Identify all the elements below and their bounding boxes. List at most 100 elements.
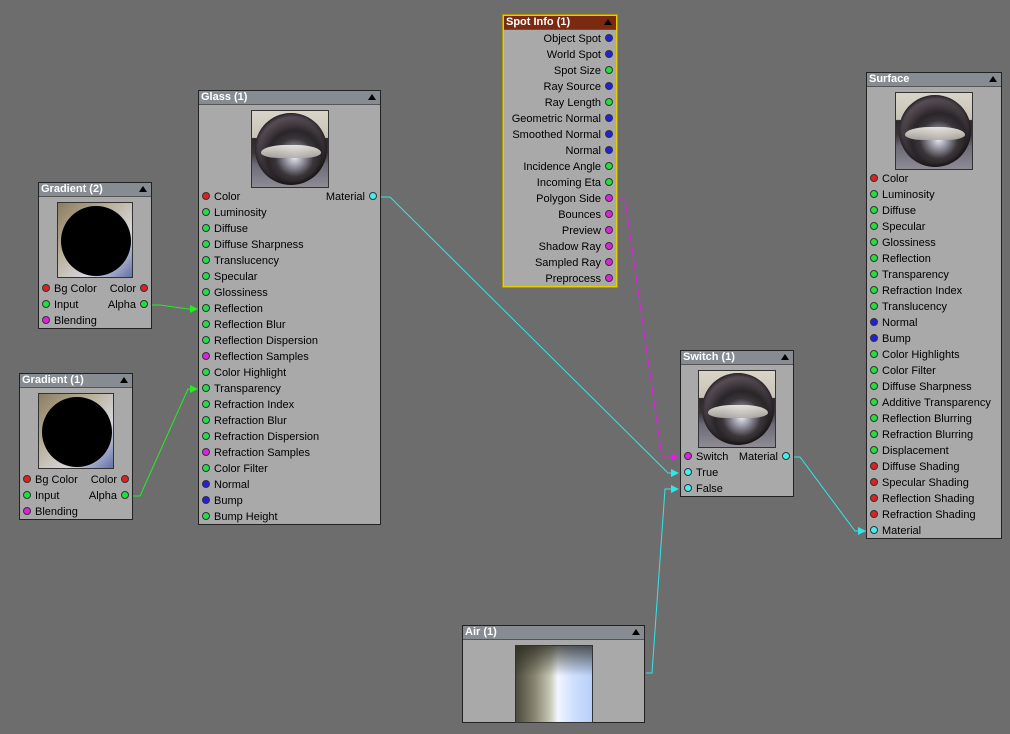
input-port[interactable]: Luminosity bbox=[202, 205, 267, 221]
port-connector-icon[interactable] bbox=[202, 240, 210, 249]
input-port[interactable]: Input bbox=[42, 297, 78, 313]
input-port[interactable]: Refraction Dispersion bbox=[202, 429, 319, 445]
port-connector-icon[interactable] bbox=[121, 491, 129, 500]
node-air-1[interactable]: Air (1) bbox=[462, 625, 645, 723]
port-connector-icon[interactable] bbox=[202, 352, 210, 361]
port-connector-icon[interactable] bbox=[870, 254, 878, 263]
port-connector-icon[interactable] bbox=[870, 478, 878, 487]
port-connector-icon[interactable] bbox=[140, 284, 148, 293]
input-port[interactable]: Bg Color bbox=[23, 472, 78, 488]
input-port[interactable]: Normal bbox=[870, 315, 917, 331]
node-title[interactable]: Switch (1) bbox=[681, 351, 793, 365]
port-connector-icon[interactable] bbox=[870, 510, 878, 519]
port-connector-icon[interactable] bbox=[870, 462, 878, 471]
input-port[interactable]: Glossiness bbox=[202, 285, 268, 301]
port-connector-icon[interactable] bbox=[684, 468, 692, 477]
port-connector-icon[interactable] bbox=[605, 162, 613, 171]
port-connector-icon[interactable] bbox=[870, 334, 878, 343]
input-port[interactable]: Translucency bbox=[870, 299, 947, 315]
port-connector-icon[interactable] bbox=[202, 448, 210, 457]
port-connector-icon[interactable] bbox=[870, 414, 878, 423]
port-connector-icon[interactable] bbox=[605, 66, 613, 75]
output-port[interactable]: Color bbox=[110, 281, 148, 297]
port-connector-icon[interactable] bbox=[202, 288, 210, 297]
output-port[interactable]: Preview bbox=[562, 223, 613, 239]
input-port[interactable]: Specular bbox=[870, 219, 925, 235]
node-title[interactable]: Glass (1) bbox=[199, 91, 380, 105]
output-port[interactable]: Alpha bbox=[89, 488, 129, 504]
input-port[interactable]: Bump Height bbox=[202, 509, 278, 525]
input-port[interactable]: Diffuse Sharpness bbox=[870, 379, 972, 395]
input-port[interactable]: False bbox=[684, 481, 723, 497]
port-connector-icon[interactable] bbox=[369, 192, 377, 201]
port-connector-icon[interactable] bbox=[870, 302, 878, 311]
input-port[interactable]: Color bbox=[202, 189, 240, 205]
port-connector-icon[interactable] bbox=[202, 368, 210, 377]
input-port[interactable]: Refraction Index bbox=[870, 283, 962, 299]
port-connector-icon[interactable] bbox=[605, 194, 613, 203]
input-port[interactable]: True bbox=[684, 465, 718, 481]
port-connector-icon[interactable] bbox=[684, 484, 692, 493]
port-connector-icon[interactable] bbox=[202, 224, 210, 233]
port-connector-icon[interactable] bbox=[605, 226, 613, 235]
output-port[interactable]: Preprocess bbox=[545, 271, 613, 287]
input-port[interactable]: Reflection Blur bbox=[202, 317, 286, 333]
input-port[interactable]: Reflection bbox=[870, 251, 931, 267]
input-port[interactable]: Additive Transparency bbox=[870, 395, 991, 411]
port-connector-icon[interactable] bbox=[870, 494, 878, 503]
output-port[interactable]: Polygon Side bbox=[536, 191, 613, 207]
input-port[interactable]: Color Filter bbox=[202, 461, 268, 477]
port-connector-icon[interactable] bbox=[605, 178, 613, 187]
port-connector-icon[interactable] bbox=[202, 320, 210, 329]
collapse-arrow-icon[interactable] bbox=[139, 186, 147, 192]
port-connector-icon[interactable] bbox=[870, 206, 878, 215]
collapse-arrow-icon[interactable] bbox=[368, 94, 376, 100]
input-port[interactable]: Specular Shading bbox=[870, 475, 969, 491]
input-port[interactable]: Reflection bbox=[202, 301, 263, 317]
port-connector-icon[interactable] bbox=[605, 82, 613, 91]
output-port[interactable]: Material bbox=[739, 449, 790, 465]
input-port[interactable]: Bump bbox=[202, 493, 243, 509]
node-title[interactable]: Air (1) bbox=[463, 626, 644, 640]
port-connector-icon[interactable] bbox=[202, 416, 210, 425]
port-connector-icon[interactable] bbox=[870, 286, 878, 295]
output-port[interactable]: Smoothed Normal bbox=[512, 127, 613, 143]
input-port[interactable]: Reflection Shading bbox=[870, 491, 974, 507]
input-port[interactable]: Diffuse Sharpness bbox=[202, 237, 304, 253]
port-connector-icon[interactable] bbox=[202, 496, 210, 505]
collapse-arrow-icon[interactable] bbox=[632, 629, 640, 635]
node-title[interactable]: Spot Info (1) bbox=[504, 16, 616, 30]
port-connector-icon[interactable] bbox=[23, 491, 31, 500]
output-port[interactable]: Alpha bbox=[108, 297, 148, 313]
port-connector-icon[interactable] bbox=[202, 192, 210, 201]
collapse-arrow-icon[interactable] bbox=[604, 19, 612, 25]
output-port[interactable]: Normal bbox=[566, 143, 613, 159]
input-port[interactable]: Transparency bbox=[870, 267, 949, 283]
port-connector-icon[interactable] bbox=[42, 284, 50, 293]
port-connector-icon[interactable] bbox=[605, 242, 613, 251]
output-port[interactable]: Incoming Eta bbox=[537, 175, 613, 191]
port-connector-icon[interactable] bbox=[23, 507, 31, 516]
input-port[interactable]: Material bbox=[870, 523, 921, 539]
port-connector-icon[interactable] bbox=[605, 146, 613, 155]
node-title[interactable]: Gradient (1) bbox=[20, 374, 132, 388]
port-connector-icon[interactable] bbox=[870, 174, 878, 183]
input-port[interactable]: Glossiness bbox=[870, 235, 936, 251]
port-connector-icon[interactable] bbox=[684, 452, 692, 461]
input-port[interactable]: Refraction Shading bbox=[870, 507, 976, 523]
input-port[interactable]: Refraction Blurring bbox=[870, 427, 973, 443]
output-port[interactable]: Incidence Angle bbox=[523, 159, 613, 175]
port-connector-icon[interactable] bbox=[202, 304, 210, 313]
port-connector-icon[interactable] bbox=[202, 336, 210, 345]
input-port[interactable]: Luminosity bbox=[870, 187, 935, 203]
input-port[interactable]: Diffuse bbox=[202, 221, 248, 237]
input-port[interactable]: Blending bbox=[42, 313, 97, 329]
collapse-arrow-icon[interactable] bbox=[120, 377, 128, 383]
output-port[interactable]: Material bbox=[326, 189, 377, 205]
port-connector-icon[interactable] bbox=[202, 256, 210, 265]
